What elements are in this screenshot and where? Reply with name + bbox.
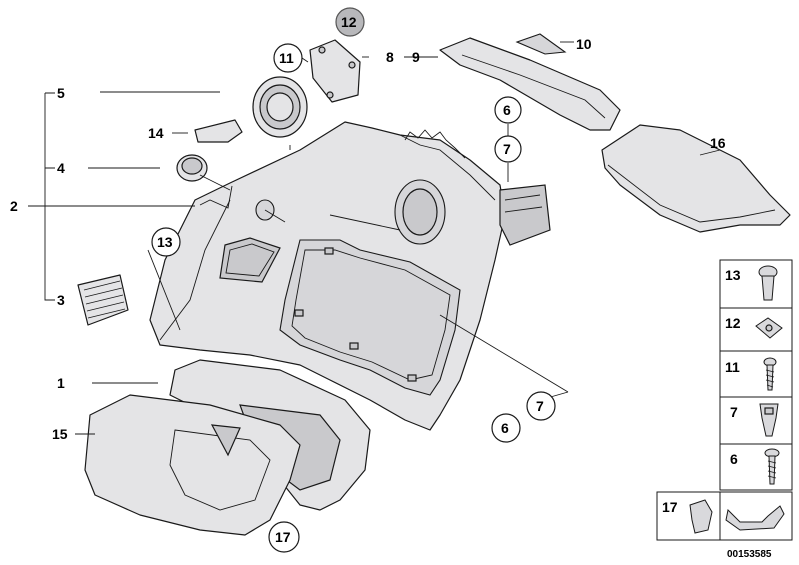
callout-7b: 7: [536, 398, 544, 414]
small-cover: [194, 119, 243, 143]
callout-14: 14: [148, 125, 164, 141]
callout-5: 5: [57, 85, 65, 101]
callout-17: 17: [275, 529, 291, 545]
callout-6b: 6: [501, 420, 509, 436]
legend-11: 11: [725, 359, 740, 375]
round-cap: [176, 154, 208, 182]
callout-8: 8: [386, 49, 394, 65]
callouts: 5 4 2 3 14 1 15 8 9 10 16 12 11 6 7 13 7…: [10, 7, 726, 553]
callout-2: 2: [10, 198, 18, 214]
legend-17: 17: [662, 499, 678, 515]
callout-7a: 7: [503, 141, 511, 157]
legend-12: 12: [725, 315, 741, 331]
diagram-code: 00153585: [727, 549, 772, 560]
callout-9: 9: [412, 49, 420, 65]
cover-plate: [309, 39, 361, 103]
callout-15: 15: [52, 426, 68, 442]
vent-grille: [77, 274, 129, 326]
nut-clip-icon: [755, 317, 783, 339]
parcel-shelf: [601, 124, 791, 233]
legend-7: 7: [730, 404, 738, 420]
push-rivet-icon: [758, 265, 778, 301]
callout-3: 3: [57, 292, 65, 308]
callout-16: 16: [710, 135, 726, 151]
legend-13: 13: [725, 267, 741, 283]
trim-panel: [149, 121, 551, 431]
callout-4: 4: [57, 160, 65, 176]
upper-trim-strip: [439, 37, 621, 131]
cover-panel: [84, 394, 301, 536]
callout-12: 12: [341, 14, 357, 30]
callout-11: 11: [279, 50, 294, 66]
callout-13: 13: [157, 234, 173, 250]
callout-6a: 6: [503, 102, 511, 118]
fastener-legend: 13 12 11 7 6: [656, 259, 793, 560]
retainer-clip-icon: [689, 499, 713, 534]
screw-icon: [763, 357, 777, 391]
direction-arrow-icon: [725, 505, 785, 531]
legend-6: 6: [730, 451, 738, 467]
spreader-clip-icon: [759, 403, 779, 437]
trim-clip: [515, 33, 567, 55]
screw-long-icon: [764, 448, 780, 485]
speaker-ring: [252, 76, 308, 138]
callout-10: 10: [576, 36, 592, 52]
callout-1: 1: [57, 375, 65, 391]
leader-lines: [28, 41, 721, 435]
